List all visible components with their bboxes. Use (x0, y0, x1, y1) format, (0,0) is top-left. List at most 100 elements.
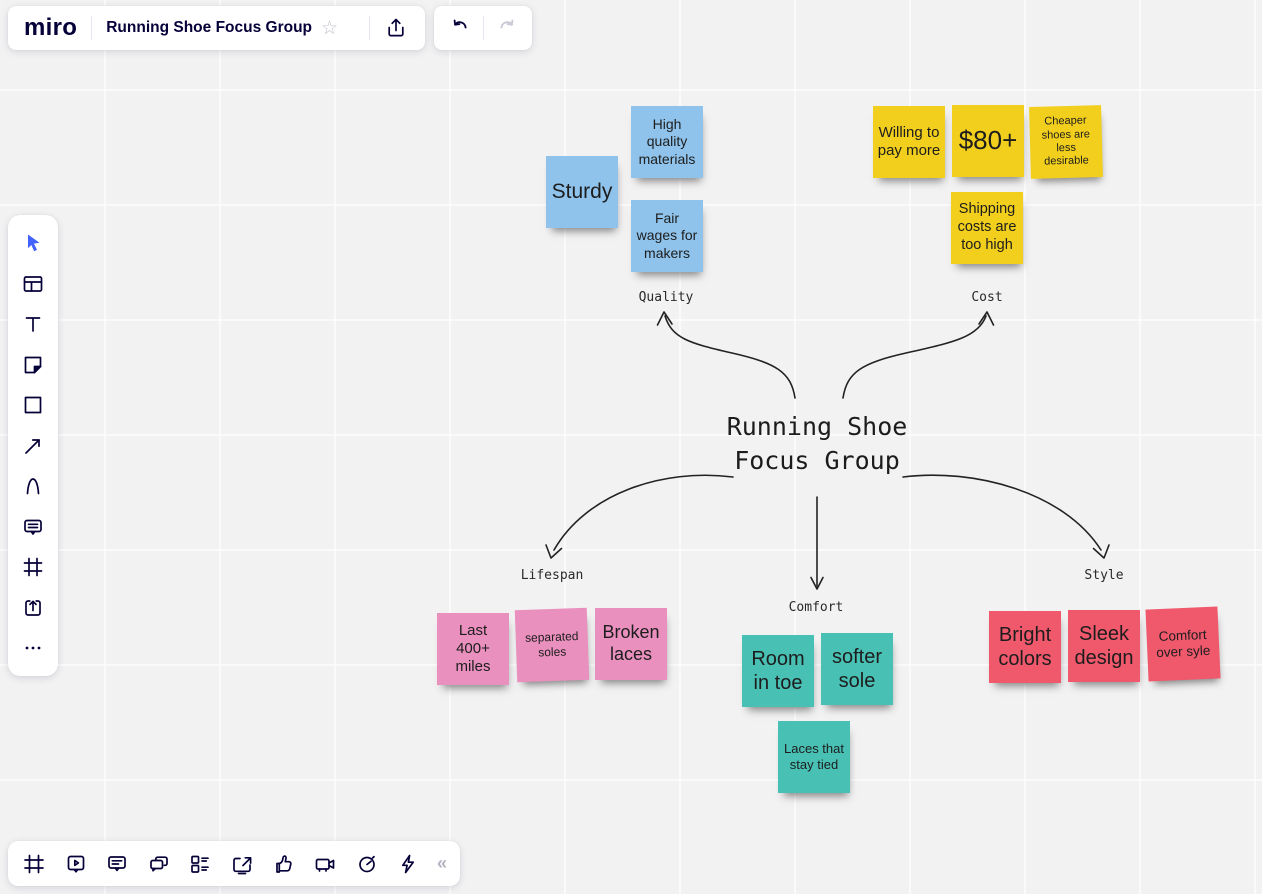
sticky-note-tool-button[interactable] (20, 352, 46, 378)
connector-style[interactable] (902, 474, 1110, 559)
mindmap-center-title[interactable]: Running Shoe Focus Group (726, 412, 908, 475)
chat-button[interactable] (146, 851, 172, 877)
note-text: separated soles (524, 629, 579, 660)
timer-button[interactable] (354, 851, 380, 877)
sticky-note-shipping[interactable]: Shipping costs are too high (951, 192, 1023, 264)
sticky-note-willing-pay[interactable]: Willing to pay more (873, 106, 945, 178)
sticky-note-broken-laces[interactable]: Broken laces (595, 608, 667, 680)
square-shape-icon (24, 396, 42, 414)
templates-button[interactable] (20, 271, 46, 297)
undo-button[interactable] (448, 15, 474, 41)
sticky-note-icon (24, 356, 42, 373)
text-tool-button[interactable] (20, 311, 46, 337)
note-text: Room in toe (751, 647, 805, 694)
connector-quality[interactable] (656, 311, 796, 399)
cards-list-icon (191, 855, 210, 873)
note-text: Willing to pay more (877, 123, 941, 159)
comment-tool-button[interactable] (20, 514, 46, 540)
shapes-tool-button[interactable] (20, 392, 46, 418)
frame-tool-button[interactable] (20, 554, 46, 580)
label-comfort[interactable]: Comfort (788, 600, 844, 615)
reactions-button[interactable] (271, 851, 297, 877)
arrow-connector-icon (25, 438, 40, 454)
connection-line-button[interactable] (20, 433, 46, 459)
miro-logo[interactable]: miro (24, 14, 78, 41)
more-dots-icon (25, 646, 41, 650)
undo-redo-bar (434, 6, 532, 50)
note-text: Last 400+ miles (455, 621, 491, 676)
timer-icon (358, 855, 375, 872)
redo-icon (500, 19, 513, 29)
sticky-note-sturdy[interactable]: Sturdy (546, 156, 618, 228)
share-screen-button[interactable] (229, 851, 255, 877)
share-upload-icon (388, 18, 404, 37)
collaboration-toolbar: « (8, 841, 460, 886)
comment-icon (24, 519, 42, 535)
sticky-note-80-plus[interactable]: $80+ (952, 105, 1024, 177)
templates-icon (23, 275, 43, 292)
note-text: Sleek design (1074, 622, 1134, 669)
label-quality[interactable]: Quality (638, 290, 694, 305)
sticky-note-last-400[interactable]: Last 400+ miles (437, 613, 509, 685)
export-share-button[interactable] (383, 15, 409, 41)
pen-tool-button[interactable] (20, 473, 46, 499)
frame-icon (23, 557, 43, 577)
divider (369, 16, 370, 40)
thumbs-up-icon (275, 854, 292, 873)
divider (482, 16, 484, 40)
connector-comfort[interactable] (810, 496, 824, 590)
share-screen-icon (233, 856, 252, 874)
note-text: Sturdy (551, 180, 613, 204)
sticky-note-bright-colors[interactable]: Bright colors (989, 611, 1061, 683)
sticky-note-softer-sole[interactable]: softer sole (821, 633, 893, 705)
sticky-note-high-quality[interactable]: High quality materials (631, 106, 703, 178)
more-tools-button[interactable] (20, 635, 46, 661)
quick-actions-button[interactable] (395, 851, 421, 877)
cursor-icon (28, 234, 40, 252)
favorite-star-icon[interactable]: ☆ (321, 17, 339, 39)
upload-button[interactable] (20, 595, 46, 621)
text-icon (25, 317, 41, 332)
collapse-toolbar-button[interactable]: « (436, 853, 447, 873)
select-tool-button[interactable] (20, 230, 46, 256)
redo-button[interactable] (493, 15, 519, 41)
note-text: High quality materials (638, 116, 696, 167)
divider (91, 16, 93, 40)
sticky-note-cheaper-shoes[interactable]: Cheaper shoes are less desirable (1029, 105, 1103, 179)
note-text: Bright colors (998, 623, 1052, 670)
pen-icon (26, 478, 40, 495)
label-lifespan[interactable]: Lifespan (520, 568, 584, 583)
note-text: Laces that stay tied (784, 741, 844, 772)
cards-button[interactable] (187, 851, 213, 877)
frames-icon (24, 854, 44, 873)
sticky-note-fair-wages[interactable]: Fair wages for makers (631, 200, 703, 272)
notes-button[interactable] (104, 851, 130, 877)
video-button[interactable] (312, 851, 338, 877)
sticky-note-comfort-over-syle[interactable]: Comfort over syle (1145, 606, 1221, 682)
chat-bubbles-icon (149, 855, 168, 872)
note-text: Comfort over syle (1156, 626, 1211, 661)
sticky-note-separated-soles[interactable]: separated soles (514, 607, 590, 683)
note-text: Cheaper shoes are less desirable (1041, 114, 1091, 168)
connector-cost[interactable] (842, 311, 995, 399)
frames-panel-button[interactable] (21, 851, 47, 877)
sticky-note-sleek-design[interactable]: Sleek design (1068, 610, 1140, 682)
sticky-note-room-in-toe[interactable]: Room in toe (742, 635, 814, 707)
note-text: Shipping costs are too high (957, 201, 1017, 253)
label-cost[interactable]: Cost (971, 290, 1003, 305)
creation-toolbar (8, 215, 58, 676)
note-text: Broken laces (602, 622, 660, 664)
board-title[interactable]: Running Shoe Focus Group (106, 19, 313, 36)
video-camera-icon (315, 858, 335, 872)
note-text: $80+ (958, 125, 1018, 156)
note-text: softer sole (831, 645, 883, 692)
connector-lifespan[interactable] (545, 474, 734, 559)
label-style[interactable]: Style (1084, 568, 1124, 583)
present-button[interactable] (63, 851, 89, 877)
undo-icon (453, 19, 466, 29)
presentation-icon (67, 855, 84, 873)
note-text: Fair wages for makers (636, 210, 698, 261)
sticky-note-laces-tied[interactable]: Laces that stay tied (778, 721, 850, 793)
